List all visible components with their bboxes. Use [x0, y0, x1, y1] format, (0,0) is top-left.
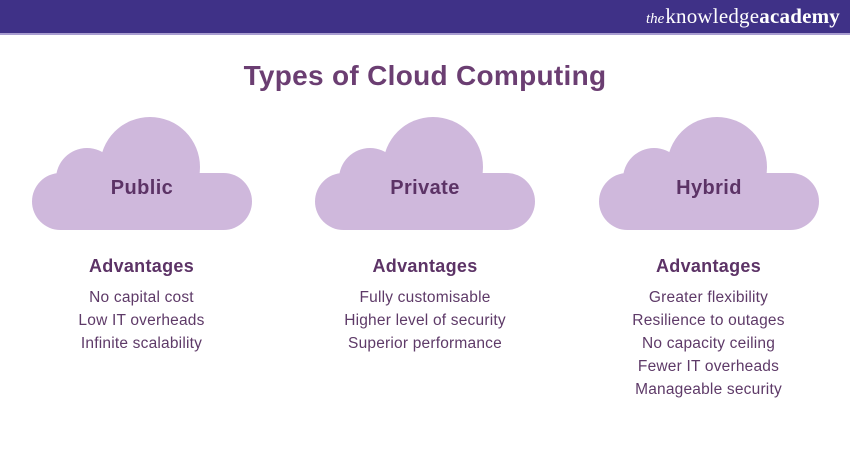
advantages-list-private: Fully customisable Higher level of secur…	[344, 286, 506, 355]
logo-the: the	[646, 11, 665, 27]
advantages-list-hybrid: Greater flexibility Resilience to outage…	[632, 286, 784, 401]
advantage-item: Low IT overheads	[78, 312, 205, 329]
advantage-item: Greater flexibility	[648, 289, 769, 306]
cloud-label-private: Private	[390, 177, 460, 199]
advantage-item: No capacity ceiling	[641, 335, 776, 352]
cloud-label-hybrid: Hybrid	[676, 177, 742, 199]
advantage-item: No capital cost	[89, 289, 194, 306]
advantage-item: Superior performance	[348, 335, 502, 352]
cloud-label-public: Public	[110, 177, 172, 199]
cloud-icon: Hybrid	[598, 117, 819, 230]
logo-academy: academy	[759, 4, 840, 28]
cloud-icon: Public	[31, 117, 252, 230]
advantage-item: Manageable security	[635, 381, 782, 398]
advantages-heading-private: Advantages	[372, 256, 478, 276]
advantages-heading-hybrid: Advantages	[655, 256, 762, 276]
cloud-column-public: Public Advantages No capital cost Low IT…	[0, 115, 283, 401]
advantage-item: Resilience to outages	[632, 312, 785, 329]
advantage-item: Fewer IT overheads	[637, 358, 780, 375]
logo-knowledge: knowledge	[665, 4, 760, 28]
advantage-item: Fully customisable	[359, 289, 491, 306]
columns-container: Public Advantages No capital cost Low IT…	[0, 115, 850, 401]
advantages-list-public: No capital cost Low IT overheads Infinit…	[78, 286, 204, 355]
cloud-column-private: Private Advantages Fully customisable Hi…	[284, 115, 567, 401]
advantages-heading-public: Advantages	[88, 256, 195, 276]
cloud-column-hybrid: Hybrid Advantages Greater flexibility Re…	[567, 115, 850, 401]
cloud-icon: Private	[315, 117, 535, 230]
advantage-item: Higher level of security	[344, 312, 506, 329]
advantage-item: Infinite scalability	[80, 335, 203, 352]
page-title: Types of Cloud Computing	[243, 60, 607, 91]
